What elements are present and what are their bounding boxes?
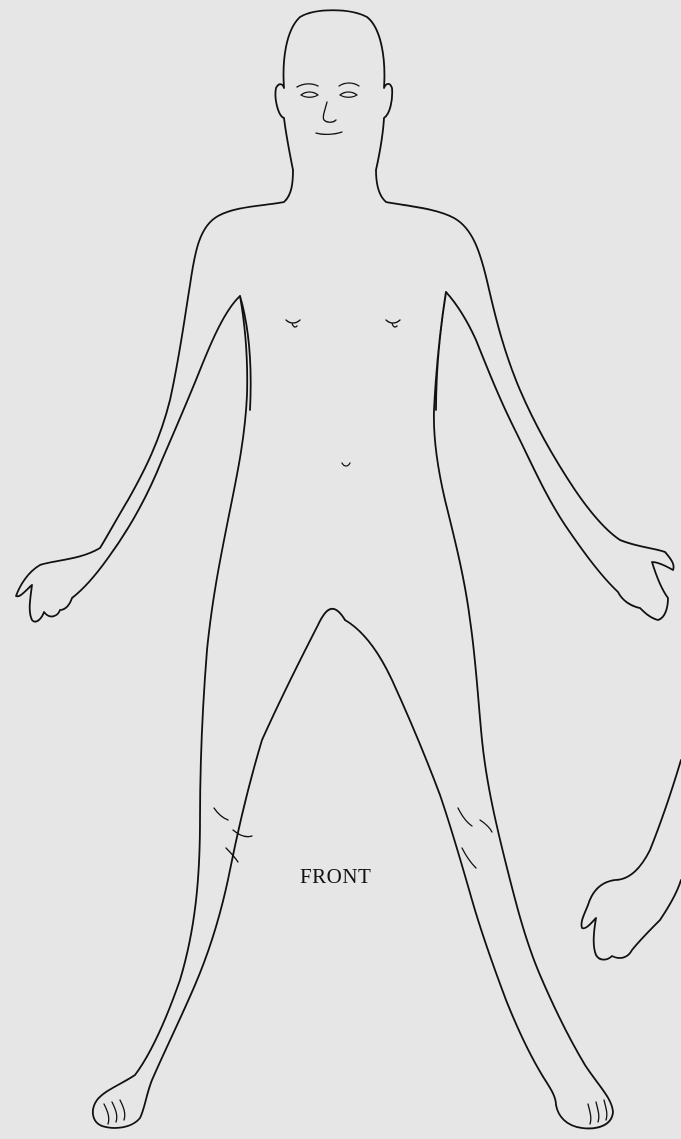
right-inner-arm	[436, 292, 446, 410]
left-eyebrow	[297, 84, 318, 87]
front-view-label: FRONT	[300, 864, 371, 889]
right-foot-toes	[588, 1100, 607, 1124]
right-body-outline	[345, 170, 674, 1128]
left-nipple	[286, 320, 300, 327]
left-foot-toes	[104, 1100, 125, 1124]
left-inner-arm	[240, 296, 251, 410]
mouth	[316, 132, 342, 134]
navel	[342, 463, 350, 466]
left-knee-mark-2	[233, 830, 252, 837]
right-knee-mark-1	[458, 808, 472, 826]
head-outline	[275, 10, 392, 170]
right-eyebrow	[339, 83, 359, 86]
nose	[323, 102, 336, 122]
right-knee-mark-2	[480, 820, 492, 832]
right-eye	[340, 92, 357, 97]
right-knee-mark-3	[462, 848, 476, 868]
left-body-outline	[16, 170, 345, 1128]
left-knee-mark-1	[214, 808, 228, 820]
left-eye	[301, 92, 318, 97]
partial-adjacent-arm	[581, 760, 681, 960]
right-nipple	[386, 320, 400, 327]
